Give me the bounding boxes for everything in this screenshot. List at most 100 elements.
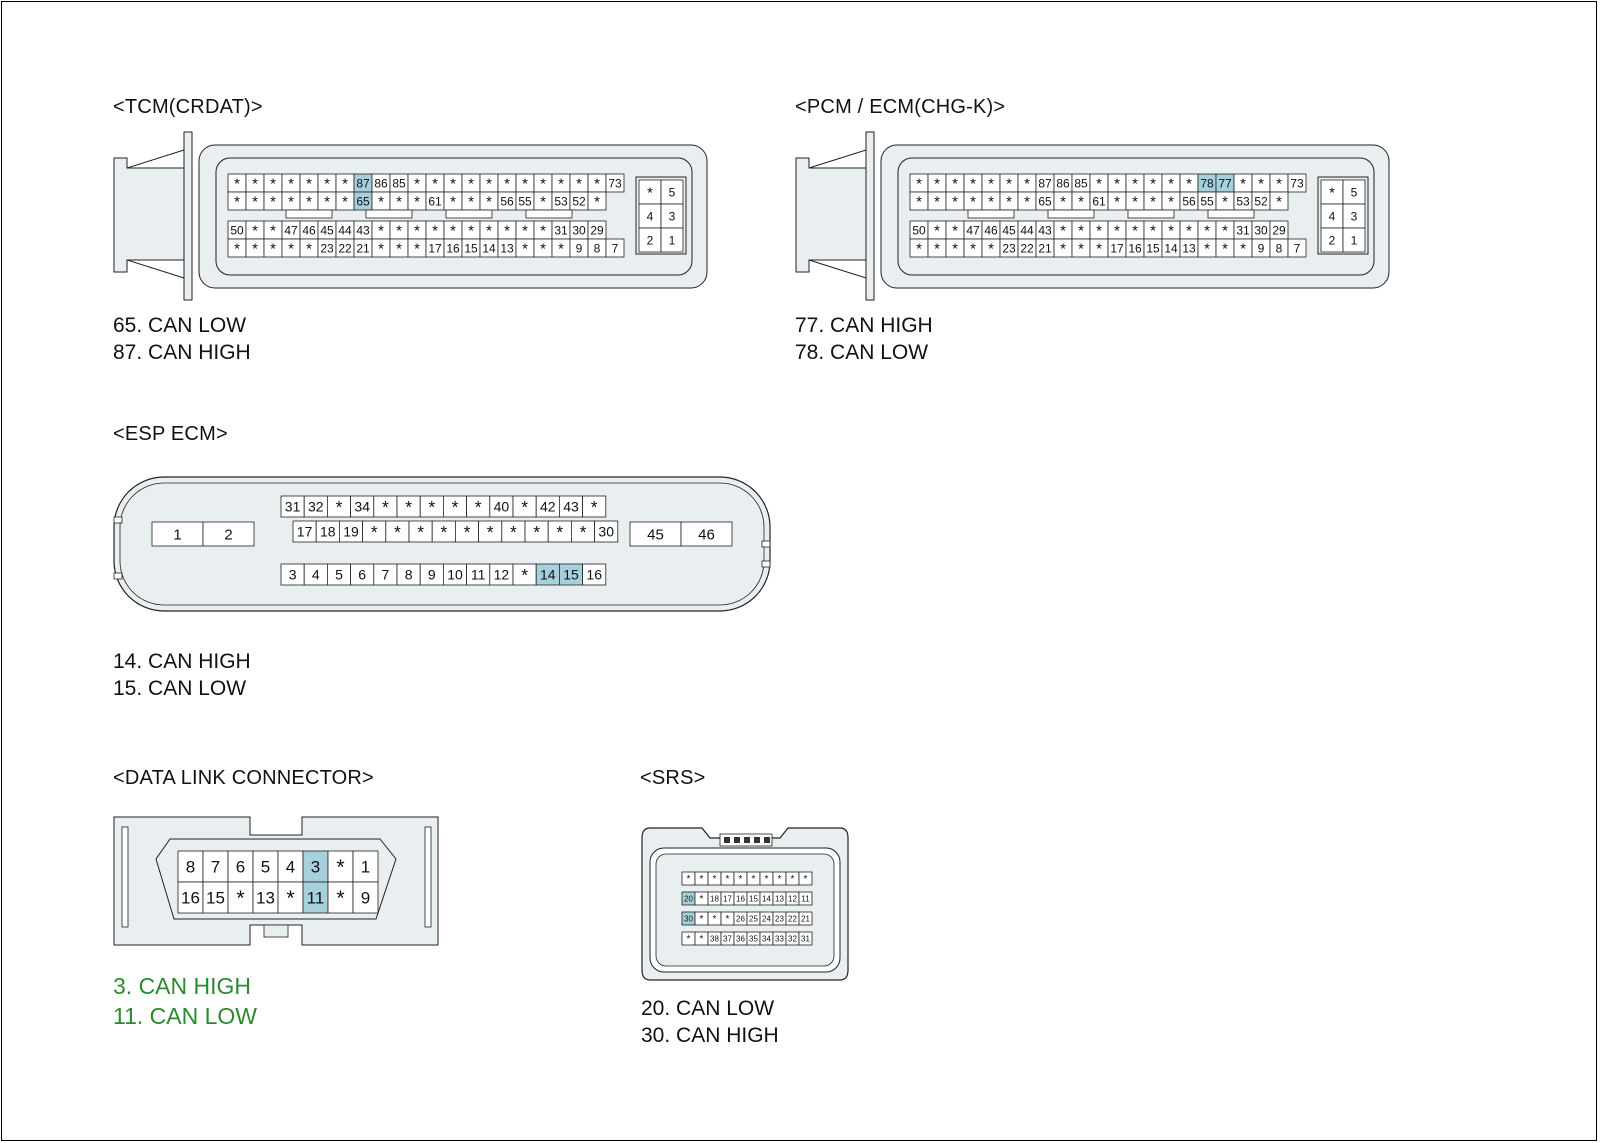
tcm-pin-label: * — [558, 175, 564, 192]
tcm-pin-label: 53 — [554, 194, 568, 208]
tcm-pin-label: * — [378, 193, 384, 210]
esp-pin-label: * — [521, 497, 528, 517]
tcm-pin-label: * — [234, 240, 240, 257]
tcm-pin-label: 2 — [647, 233, 654, 247]
pcm-pin-label: 16 — [1128, 241, 1142, 255]
dlc-pin-label: 3 — [311, 858, 320, 877]
srs-pin-label: 23 — [775, 914, 784, 923]
tcm-pin-label: 17 — [428, 241, 442, 255]
esp-pin-label: 34 — [354, 499, 370, 515]
pcm-pin-label: * — [952, 193, 958, 210]
esp-pin-cell — [202, 521, 255, 547]
srs-pin-label: * — [739, 874, 743, 885]
esp-notch — [113, 516, 123, 524]
dlc-pin-label: * — [336, 855, 344, 879]
tcm-pin-label: * — [252, 175, 258, 192]
pcm-pin-label: * — [934, 240, 940, 257]
pcm-pin-label: * — [1258, 175, 1264, 192]
pcm-pin-label: 8 — [1276, 241, 1283, 255]
tcm-pin-label: * — [504, 222, 510, 239]
tcm-pin-label: * — [558, 240, 564, 257]
srs-lock-rib — [754, 837, 760, 843]
pcm-pin-label: 56 — [1182, 194, 1196, 208]
dlc-pin-cell — [202, 850, 229, 883]
pcm-pin-label: 61 — [1092, 194, 1106, 208]
pcm-pin-label: * — [934, 222, 940, 239]
tcm-pin-label: * — [450, 193, 456, 210]
pcm-pin-label: 4 — [1329, 209, 1336, 223]
dlc-pin-label: 1 — [361, 858, 370, 877]
tcm-pin-label: * — [234, 175, 240, 192]
tcm-pin-label: * — [414, 240, 420, 257]
pcm-pin-cell — [1269, 191, 1289, 211]
pcm-pin-label: * — [1150, 193, 1156, 210]
esp-pin-label: 15 — [563, 567, 579, 583]
srs-title: <SRS> — [640, 767, 706, 789]
pcm-pin-label: * — [934, 175, 940, 192]
esp-pin-label: * — [428, 497, 435, 517]
esp-pin-label: * — [336, 497, 343, 517]
pcm-latch — [795, 157, 867, 273]
dlc-tab — [263, 924, 289, 938]
dlc-note-1: 3. CAN HIGH — [113, 973, 252, 999]
srs-pin-label: * — [700, 874, 704, 885]
esp-pin-cell — [151, 521, 204, 547]
srs-pin-label: 18 — [710, 894, 719, 903]
srs-pin-label: 35 — [749, 934, 758, 943]
tcm-pin-label: * — [306, 240, 312, 257]
tcm-pin-label: * — [468, 175, 474, 192]
pcm-pin-label: * — [1114, 175, 1120, 192]
srs-pin-label: * — [791, 874, 795, 885]
dlc-pin-label: 13 — [256, 889, 275, 908]
esp-pin-cell — [629, 521, 682, 547]
tcm-pin-label: * — [540, 175, 546, 192]
tcm-pin-label: 16 — [446, 241, 460, 255]
tcm-pin-label: * — [468, 193, 474, 210]
tcm-pin-cell — [587, 191, 607, 211]
esp-title: <ESP ECM> — [113, 423, 228, 445]
esp-pin-label: 30 — [598, 524, 614, 540]
pcm-pin-label: * — [988, 175, 994, 192]
esp-pin-label: 7 — [382, 567, 390, 583]
tcm-pin-label: * — [288, 175, 294, 192]
srs-pin-label: 34 — [762, 934, 771, 943]
esp-pin-label: 4 — [312, 567, 320, 583]
tcm-pin-label: * — [540, 222, 546, 239]
srs-pin-label: 33 — [775, 934, 784, 943]
pcm-latch-lines — [808, 149, 867, 279]
tcm-pin-label: 30 — [572, 223, 586, 237]
pcm-pin-label: * — [1276, 193, 1282, 210]
srs-pin-label: 31 — [801, 934, 810, 943]
pcm-pin-label: * — [1078, 193, 1084, 210]
tcm-pin-label: * — [252, 222, 258, 239]
pcm-pin-label: * — [1150, 222, 1156, 239]
dlc-pin-cell — [302, 850, 329, 883]
pcm-pin-label: 46 — [984, 223, 998, 237]
pcm-pin-label: 22 — [1020, 241, 1034, 255]
esp-pin-label: * — [405, 497, 412, 517]
srs-pin-label: * — [700, 934, 704, 945]
tcm-pin-label: 87 — [356, 176, 370, 190]
pcm-pin-label: * — [1240, 175, 1246, 192]
pcm-pin-label: 17 — [1110, 241, 1124, 255]
esp-pin-label: * — [394, 522, 401, 542]
dlc-pin-label: 15 — [206, 889, 225, 908]
pcm-pin-label: 2 — [1329, 233, 1336, 247]
dlc-pin-cell — [227, 881, 254, 914]
srs-pin-label: * — [687, 874, 691, 885]
dlc-pin-label: 16 — [181, 889, 200, 908]
pcm-notes: 77. CAN HIGH 78. CAN LOW — [795, 312, 933, 366]
pcm-pin-label: 23 — [1002, 241, 1016, 255]
esp-pin-label: 3 — [289, 567, 297, 583]
pcm-pin-label: 52 — [1254, 194, 1268, 208]
tcm-pin-label: * — [342, 175, 348, 192]
pcm-pin-label: * — [1096, 240, 1102, 257]
pcm-pin-label: 47 — [966, 223, 980, 237]
srs-lock-rib — [764, 837, 770, 843]
tcm-pin-label: 45 — [320, 223, 334, 237]
pcm-pin-label: * — [988, 193, 994, 210]
esp-pin-label: * — [475, 497, 482, 517]
